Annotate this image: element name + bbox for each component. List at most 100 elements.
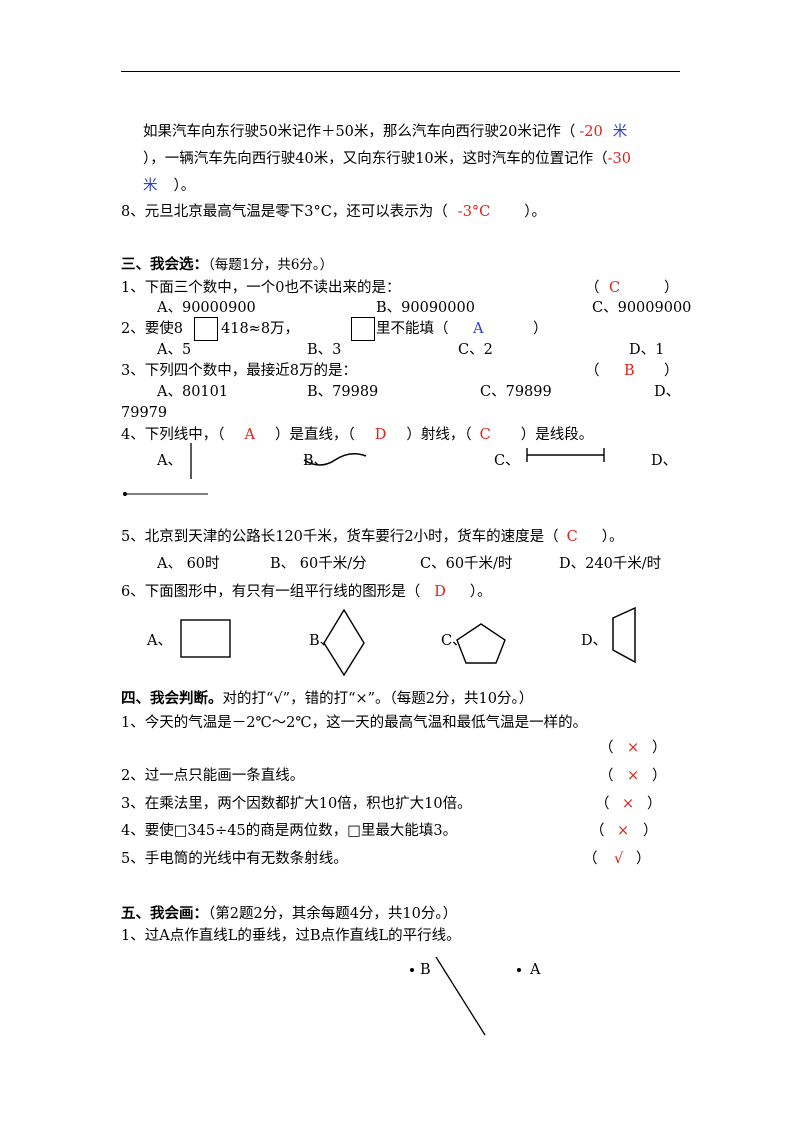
sec4-item-4-close: ） xyxy=(643,823,658,839)
sec5-heading: 五、我会画：（第2题2分，其余每题4分，共10分。） xyxy=(121,905,457,923)
sec3-q6-text: 6、下面图形中，有只有一组平行线的图形是（ xyxy=(121,584,421,600)
sec3-heading: 三、我会选：（每题1分，共6分。） xyxy=(121,256,333,274)
line-a-figure xyxy=(190,443,192,479)
q8-close: ）。 xyxy=(524,204,547,220)
sec4-item-2-close: ） xyxy=(652,768,667,784)
sec3-q6-answer: D xyxy=(434,584,446,600)
sec4-note: 对的打“√”，错的打“×”。（每题2分，共10分。） xyxy=(222,691,534,707)
q8-text: 8、元旦北京最高气温是零下3°C，还可以表示为（ xyxy=(121,204,448,220)
sec3-q4-text3: ）射线，（ xyxy=(406,427,472,443)
sec3-q2-text1: 2、要使8 xyxy=(121,321,183,337)
sec4-item-1-close: ） xyxy=(652,740,667,756)
point-b-label: B xyxy=(420,962,431,978)
sec4-item-4-open: （ xyxy=(590,823,605,839)
sec3-q2-option-d: D、1 xyxy=(629,342,665,358)
sec3-q5-answer: C xyxy=(566,529,578,545)
q8-answer: -3°C xyxy=(457,204,491,220)
sec4-item-5-mark: √ xyxy=(614,851,624,867)
sec3-q6-option-d: D、 xyxy=(581,633,608,649)
point-a-label: A xyxy=(530,962,541,978)
sec3-q4-option-a: A、 xyxy=(157,453,182,469)
sec3-q5-line: 5、北京到天津的公路长120千米，货车要行2小时，货车的速度是（ C ）。 xyxy=(121,528,623,546)
sec5-title: 五、我会画： xyxy=(121,905,208,922)
sec3-q1-option-a: A、90000900 xyxy=(157,300,256,316)
sec4-item-2: 2、过一点只能画一条直线。 xyxy=(121,768,305,784)
sec3-q3-option-c: C、79899 xyxy=(480,384,552,400)
q7-text-3: ）。 xyxy=(173,178,196,194)
sec4-title: 四、我会判断。 xyxy=(121,690,223,707)
sec4-item-1-mark: × xyxy=(627,740,640,756)
sec3-q4-option-c: C、 xyxy=(494,453,520,469)
sec3-q3-option-a: A、80101 xyxy=(157,384,229,400)
q7-line2: ），一辆汽车先向西行驶40米，又向东行驶10米，这时汽车的位置记作（-30 xyxy=(143,150,631,168)
sec5-note: （第2题2分，其余每题4分，共10分。） xyxy=(208,906,458,922)
sec3-q4-answer1: A xyxy=(244,427,255,443)
point-b-dot xyxy=(410,968,414,972)
sec4-item-5-close: ） xyxy=(636,851,651,867)
sec3-q1-open: （ xyxy=(585,280,600,296)
q7-answer-2: -30 xyxy=(607,151,632,167)
sec3-q4-answer3: C xyxy=(479,427,491,443)
sec4-item-4-mark: × xyxy=(617,823,630,839)
q8-line: 8、元旦北京最高气温是零下3°C，还可以表示为（ -3°C ）。 xyxy=(121,203,546,221)
q7-line1: 如果汽车向东行驶50米记作＋50米，那么汽车向西行驶20米记作（-20 米 xyxy=(143,123,627,141)
sec3-q2-close: ） xyxy=(533,321,548,337)
sec4-item-3-mark: × xyxy=(622,796,635,812)
line-l xyxy=(435,956,486,1036)
sec4-item-2-open: （ xyxy=(599,768,614,784)
sec3-q3-option-b: B、79989 xyxy=(307,384,379,400)
segment-c-figure xyxy=(526,448,605,462)
sec3-q1-option-b: B、90090000 xyxy=(376,300,475,316)
sec3-q1-option-c: C、90009000 xyxy=(592,300,692,316)
rhombus-figure xyxy=(323,608,365,677)
sec4-item-5-open: （ xyxy=(583,851,598,867)
sec3-q3-open: （ xyxy=(585,363,600,379)
sec3-q1-answer: C xyxy=(609,280,621,296)
sec3-q3-answer: B xyxy=(624,363,635,379)
trapezoid-figure xyxy=(612,606,636,664)
sec3-q5-option-c: C、60千米/时 xyxy=(420,556,513,572)
sec4-item-3-close: ） xyxy=(647,796,662,812)
sec4-item-1: 1、今天的气温是－2℃～2℃，这一天的最高气温和最低气温是一样的。 xyxy=(121,715,588,731)
sec3-q3-close: ） xyxy=(664,363,679,379)
sec3-q5-close: ）。 xyxy=(601,529,624,545)
rectangle-figure xyxy=(180,619,231,658)
sec4-item-3: 3、在乘法里，两个因数都扩大10倍，积也扩大10倍。 xyxy=(121,796,472,812)
sec3-q6-option-c: C、 xyxy=(441,633,467,649)
sec3-q2-option-c: C、2 xyxy=(458,342,493,358)
sec3-q1: 1、下面三个数中，一个0也不读出来的是： xyxy=(121,280,401,296)
sec3-note: （每题1分，共6分。） xyxy=(208,257,334,273)
sec3-q4-option-d: D、 xyxy=(651,453,678,469)
sec3-q4-text2: ）是直线，（ xyxy=(274,427,355,443)
sec3-q6-option-a: A、 xyxy=(147,633,172,649)
sec3-q3-option-d-value: 79979 xyxy=(121,405,168,421)
sec3-q4-line: 4、下列线中，（A）是直线，（D）射线，（C）是线段。 xyxy=(121,426,593,444)
sec3-q1-close: ） xyxy=(664,280,679,296)
blank-box xyxy=(194,317,218,341)
q7-answer-1-unit: 米 xyxy=(612,124,628,140)
sec4-item-5: 5、手电筒的光线中有无数条射线。 xyxy=(121,851,348,867)
sec4-item-4: 4、要使□345÷45的商是两位数，□里最大能填3。 xyxy=(121,823,458,839)
ray-d-figure xyxy=(123,492,208,496)
curve-b-figure xyxy=(303,452,367,466)
blank-box xyxy=(351,317,375,341)
q7-answer-1: -20 xyxy=(579,124,603,140)
sec3-q2-text3: 里不能填（ xyxy=(376,321,449,337)
q7-answer-2-unit: 米 xyxy=(143,178,158,194)
header-rule xyxy=(121,71,680,72)
q7-text-1: 如果汽车向东行驶50米记作＋50米，那么汽车向西行驶20米记作（ xyxy=(143,124,576,140)
q7-line3: 米 ）。 xyxy=(143,177,195,195)
q7-text-2: ），一辆汽车先向西行驶40米，又向东行驶10米，这时汽车的位置记作（ xyxy=(143,151,608,167)
sec3-q4-text1: 4、下列线中，（ xyxy=(121,427,225,443)
sec3-q2-text2: 418≈8万， xyxy=(221,321,300,337)
sec3-q3: 3、下列四个数中，最接近8万的是： xyxy=(121,363,357,379)
pentagon-figure xyxy=(456,623,506,664)
sec5-q1: 1、过A点作直线L的垂线，过B点作直线L的平行线。 xyxy=(121,928,461,944)
sec4-item-3-open: （ xyxy=(595,796,610,812)
sec3-q6-close: ）。 xyxy=(469,584,492,600)
sec3-q6-line: 6、下面图形中，有只有一组平行线的图形是（ D ）。 xyxy=(121,583,492,601)
sec4-item-1-open: （ xyxy=(599,740,614,756)
sec3-q2-option-a: A、5 xyxy=(157,342,192,358)
sec3-q5-text: 5、北京到天津的公路长120千米，货车要行2小时，货车的速度是（ xyxy=(121,529,559,545)
sec4-heading: 四、我会判断。对的打“√”，错的打“×”。（每题2分，共10分。） xyxy=(121,690,533,708)
